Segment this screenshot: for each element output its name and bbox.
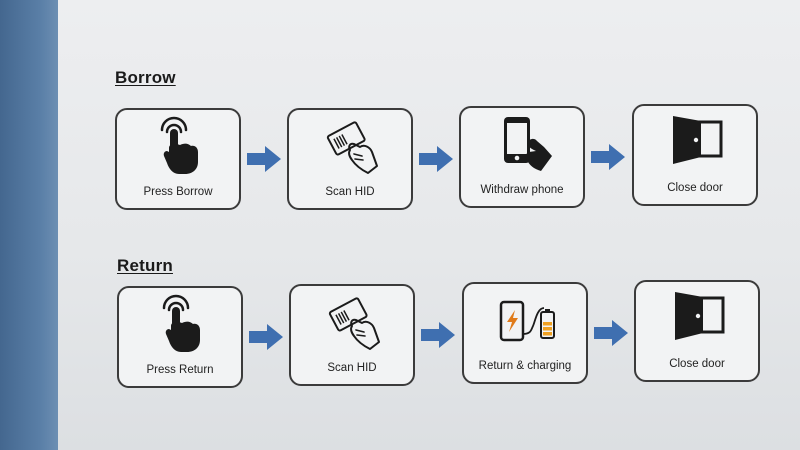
arrow-right-icon [594,320,628,346]
borrow-step-scan-hid: Scan HID [287,108,413,210]
phone-charging-icon [499,300,555,342]
return-title: Return [117,256,173,275]
arrow-right-icon [247,146,281,172]
borrow-step-withdraw-phone: Withdraw phone [459,106,585,208]
scan-card-icon [326,121,378,174]
step-label: Close door [669,358,725,370]
arrow-right-icon [591,144,625,170]
press-hand-icon [160,116,198,174]
step-label: Return & charging [478,360,572,372]
screen-left-edge [0,0,58,450]
step-label: Press Return [146,364,214,376]
arrow-right-icon [249,324,283,350]
close-door-icon [675,292,725,340]
borrow-title: Borrow [115,68,176,87]
scan-card-icon [328,297,380,350]
return-step-scan-hid: Scan HID [289,284,415,386]
borrow-step-close-door: Close door [632,104,758,206]
step-label: Scan HID [327,362,377,374]
return-step-return-charging: Return & charging [462,282,588,384]
close-door-icon [673,116,723,164]
step-label: Withdraw phone [480,184,564,196]
return-step-close-door: Close door [634,280,760,382]
step-label: Press Borrow [143,186,213,198]
borrow-step-press-borrow: Press Borrow [115,108,241,210]
withdraw-phone-icon [504,117,552,171]
arrow-right-icon [419,146,453,172]
instruction-screen: Borrow Press Borrow Scan HID [58,0,800,450]
press-hand-icon [162,294,200,352]
step-label: Close door [667,182,723,194]
return-step-press-return: Press Return [117,286,243,388]
step-label: Scan HID [325,186,375,198]
arrow-right-icon [421,322,455,348]
